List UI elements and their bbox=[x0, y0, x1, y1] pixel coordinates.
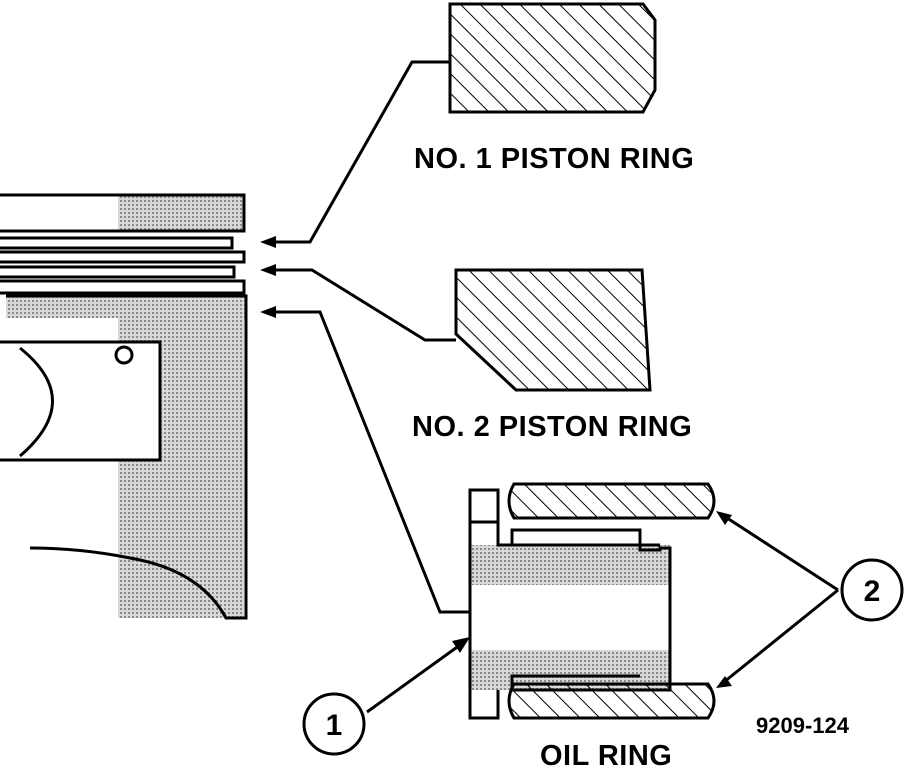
ring2-label: NO. 2 PISTON RING bbox=[412, 411, 692, 443]
piston-section bbox=[0, 193, 248, 620]
callout-1-number: 1 bbox=[326, 709, 343, 742]
arrowheads bbox=[260, 236, 732, 688]
figure-id: 9209-124 bbox=[756, 713, 850, 738]
callout-1: 1 bbox=[302, 692, 366, 756]
oil-ring-label: OIL RING bbox=[540, 740, 672, 767]
callout-2-number: 2 bbox=[864, 575, 881, 608]
callout-2: 2 bbox=[840, 558, 904, 622]
leader-lines bbox=[268, 60, 839, 714]
oil-ring-assembly bbox=[468, 482, 716, 720]
ring2-section bbox=[454, 268, 652, 392]
ring1-label: NO. 1 PISTON RING bbox=[414, 143, 694, 175]
ring1-section bbox=[448, 2, 657, 114]
